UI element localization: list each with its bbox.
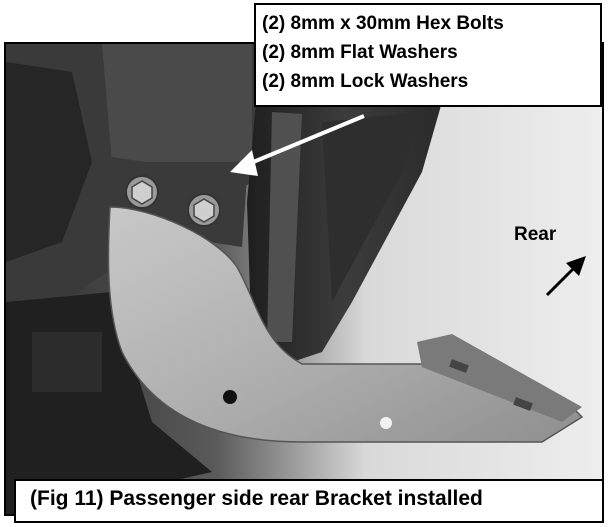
bracket-hole xyxy=(223,390,237,404)
hex-bolt xyxy=(187,193,221,227)
hex-bolt xyxy=(125,175,159,209)
callout-line-flat-washers: (2) 8mm Flat Washers xyxy=(262,42,458,63)
rear-label: Rear xyxy=(514,224,557,245)
hardware-callout: (2) 8mm x 30mm Hex Bolts (2) 8mm Flat Wa… xyxy=(254,3,602,107)
installation-photo xyxy=(4,42,604,516)
callout-line-bolts: (2) 8mm x 30mm Hex Bolts xyxy=(262,13,504,34)
caption-text: (Fig 11) Passenger side rear Bracket ins… xyxy=(30,487,483,510)
bracket-hole xyxy=(380,417,392,429)
callout-line-lock-washers: (2) 8mm Lock Washers xyxy=(262,71,469,92)
figure-caption: (Fig 11) Passenger side rear Bracket ins… xyxy=(14,479,604,523)
